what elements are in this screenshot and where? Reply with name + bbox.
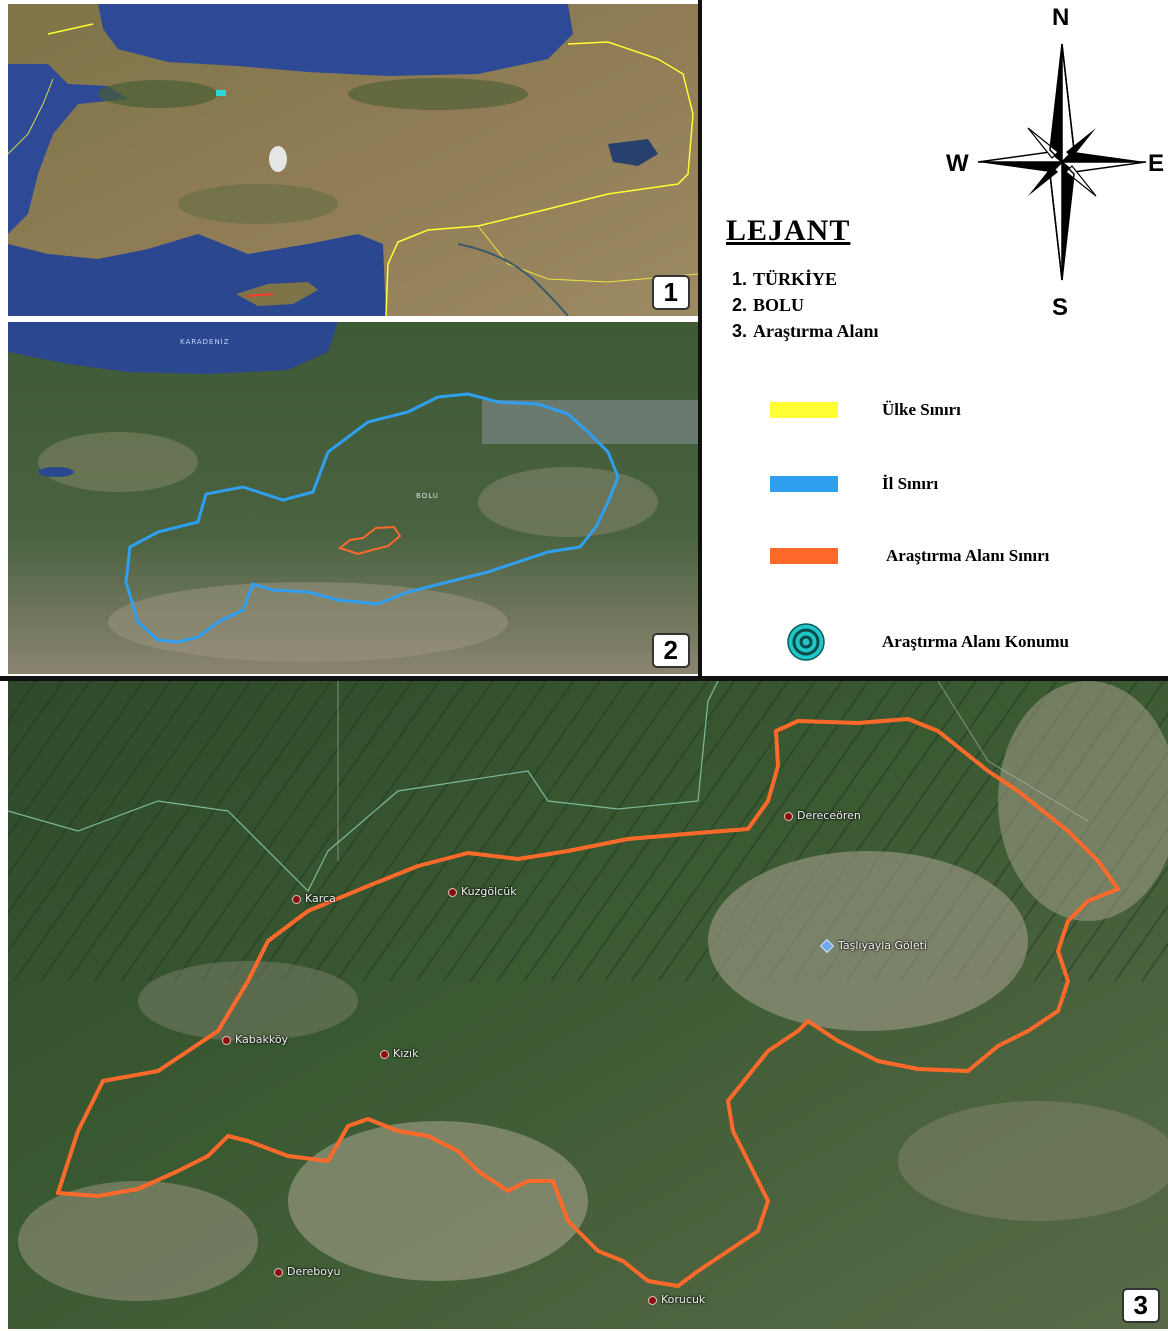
legend-item-study-border: Araştırma Alanı Sınırı <box>700 536 1168 576</box>
city-label: BOLU <box>416 492 439 500</box>
place-label-kabakkoy: Kabakköy <box>222 1033 288 1046</box>
place-label-tasliyayla-goleti: Taşlıyayla Göleti <box>819 938 927 954</box>
place-marker-icon <box>448 887 457 897</box>
legend-panel-list: 1.TÜRKİYE 2.BOLU 3.Araştırma Alanı <box>732 266 879 344</box>
place-marker-icon <box>292 894 301 904</box>
place-label-dereceoren: Dereceören <box>784 809 861 822</box>
legend-item-study-location: Araştırma Alanı Konumu <box>700 620 1168 666</box>
place-label-dereboyu: Dereboyu <box>274 1265 340 1278</box>
vertical-divider <box>698 0 702 678</box>
horizontal-divider <box>0 676 1168 681</box>
country-border-swatch <box>770 402 838 418</box>
legend-title: LEJANT <box>726 214 851 247</box>
turkey-satellite-map <box>8 4 698 316</box>
compass-east-label: E <box>1148 150 1165 177</box>
legend-panel-item: 2.BOLU <box>732 295 805 315</box>
panel-number-1: 1 <box>651 275 690 310</box>
study-area-satellite-map <box>8 681 1168 1329</box>
province-border-swatch <box>770 476 838 492</box>
sea-label: KARADENİZ <box>180 338 230 346</box>
place-label-karca: Karca <box>292 892 336 905</box>
compass-rose: N S E W <box>940 4 1168 321</box>
province-border-label: İl Sınırı <box>882 474 939 493</box>
map-panel-study-area: Dereceören Karca Kuzgölcük Taşlıyayla Gö… <box>8 681 1168 1329</box>
target-icon <box>787 623 825 661</box>
map-panel-bolu: KARADENİZ BOLU 2 <box>8 322 698 674</box>
place-marker-icon <box>648 1295 657 1305</box>
study-border-swatch <box>770 548 838 564</box>
compass-west-label: W <box>946 150 969 177</box>
country-border-label: Ülke Sınırı <box>882 400 961 419</box>
panel-number-2: 2 <box>651 633 690 668</box>
place-label-korucuk: Korucuk <box>648 1293 705 1306</box>
place-marker-icon <box>380 1049 389 1059</box>
place-marker-icon <box>222 1035 231 1045</box>
place-label-kuzgolcuk: Kuzgölcük <box>448 885 517 898</box>
legend: LEJANT 1.TÜRKİYE 2.BOLU 3.Araştırma Alan… <box>700 200 1168 670</box>
compass-north-label: N <box>1052 4 1070 31</box>
legend-item-province-border: İl Sınırı <box>700 464 1168 504</box>
legend-panel-item: 1.TÜRKİYE <box>732 269 838 289</box>
compass-icon <box>977 43 1147 281</box>
place-label-kizik: Kızık <box>380 1047 418 1060</box>
place-marker-icon <box>274 1267 283 1277</box>
panel-number-3: 3 <box>1121 1288 1160 1323</box>
study-border-label: Araştırma Alanı Sınırı <box>886 546 1050 565</box>
study-location-label: Araştırma Alanı Konumu <box>882 632 1070 651</box>
map-panel-turkey: 1 <box>8 4 698 316</box>
compass-south-label: S <box>1052 294 1069 321</box>
legend-panel-item: 3.Araştırma Alanı <box>732 321 879 341</box>
lake-marker-icon <box>819 938 835 954</box>
place-marker-icon <box>784 811 793 821</box>
bolu-satellite-map <box>8 322 698 674</box>
legend-item-country-border: Ülke Sınırı <box>700 390 1168 430</box>
